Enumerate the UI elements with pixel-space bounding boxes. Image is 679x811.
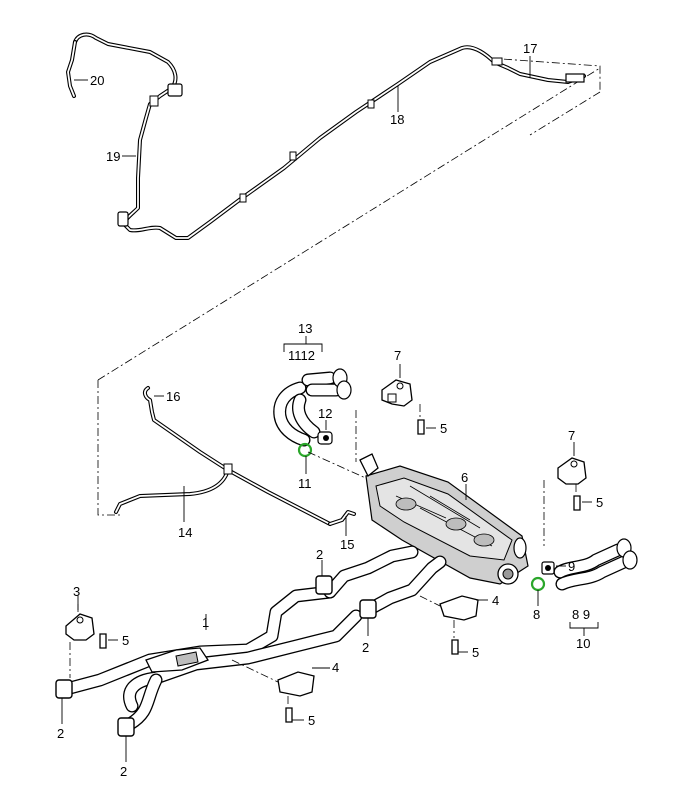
- label-1112: 1112: [288, 348, 315, 363]
- label-12: 12: [318, 406, 332, 421]
- label-5-bottom: 5: [308, 713, 315, 728]
- label-7-right: 7: [568, 428, 575, 443]
- tailpipe-upper: [273, 368, 371, 481]
- label-18: 18: [390, 112, 404, 127]
- leaders-11-13: [283, 336, 327, 474]
- bracket-7-upper: [355, 379, 425, 462]
- label-5-bracket-upper: 5: [440, 421, 447, 436]
- label-2-bottom: 2: [120, 764, 127, 779]
- label-4-middle: 4: [492, 593, 499, 608]
- bracket-4-lower: [231, 659, 315, 723]
- label-2-left: 2: [57, 726, 64, 741]
- label-15: 15: [340, 537, 354, 552]
- label-19: 19: [106, 149, 120, 164]
- label-11: 11: [298, 476, 312, 491]
- leaders-lower: [61, 560, 488, 762]
- vacuum-line-assembly: [66, 32, 586, 240]
- rear-silencer: [359, 453, 529, 585]
- leaders-8-10: [537, 565, 599, 636]
- front-pipe-assembly: [55, 545, 447, 737]
- assembly-frame: [97, 57, 601, 516]
- label-1: 1: [202, 615, 209, 630]
- label-13: 13: [298, 321, 312, 336]
- bracket-4-middle: [419, 595, 479, 655]
- label-9: 9: [568, 559, 575, 574]
- label-5-middle: 5: [472, 645, 479, 660]
- vent-line-14: [114, 386, 356, 526]
- leaders-14-16: [154, 395, 347, 536]
- leaders-top: [74, 56, 531, 157]
- bracket-7-right: [543, 457, 587, 546]
- label-8-9: 8 9: [572, 607, 590, 622]
- leaders-7: [399, 364, 592, 503]
- tailpipe-right: [530, 538, 638, 592]
- label-20: 20: [90, 73, 104, 88]
- label-2-intermediate-lower: 2: [362, 640, 369, 655]
- label-5-left: 5: [122, 633, 129, 648]
- label-16: 16: [166, 389, 180, 404]
- label-17: 17: [523, 41, 537, 56]
- label-5-bracket-right: 5: [596, 495, 603, 510]
- label-8: 8: [533, 607, 540, 622]
- bracket-3: [65, 604, 107, 678]
- label-3: 3: [73, 584, 80, 599]
- label-14: 14: [178, 525, 192, 540]
- label-10: 10: [576, 636, 590, 651]
- label-7-upper: 7: [394, 348, 401, 363]
- label-6: 6: [461, 470, 468, 485]
- label-4-lower: 4: [332, 660, 339, 675]
- label-2-intermediate: 2: [316, 547, 323, 562]
